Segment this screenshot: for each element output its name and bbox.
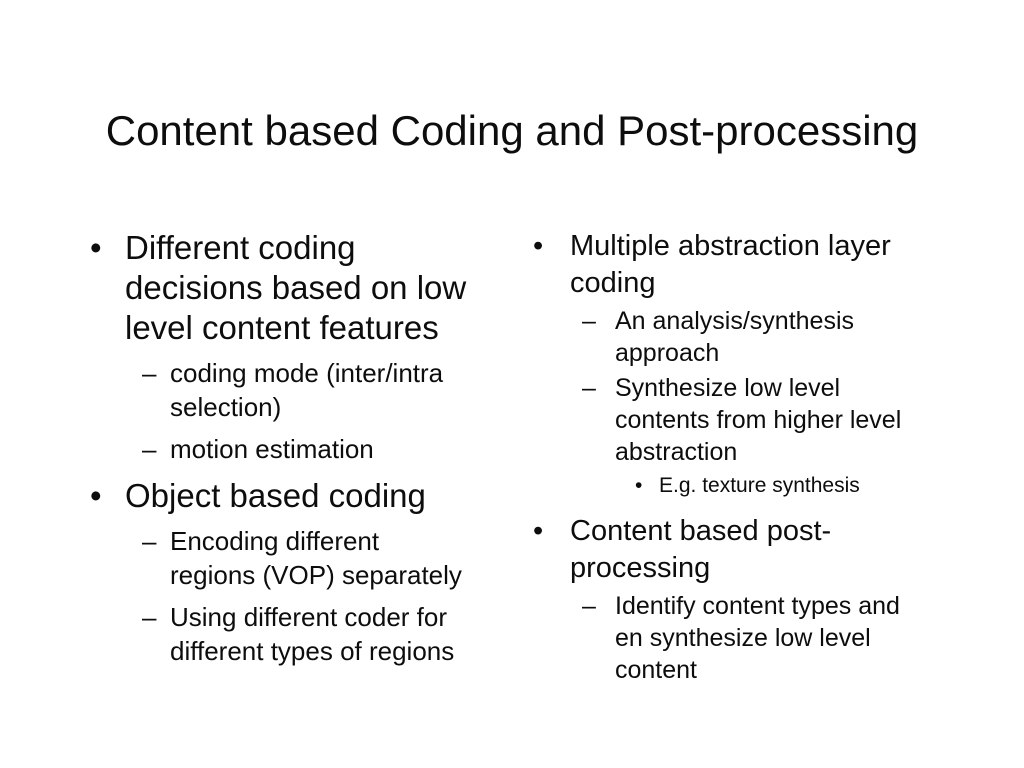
dash-bullet-icon: – <box>582 307 596 335</box>
bullet-item: • Different coding decisions based on low… <box>76 228 522 348</box>
bullet-item: • Content based post- processing <box>519 513 1005 587</box>
bullet-item: –Encoding different regions (VOP) separa… <box>76 524 522 592</box>
dash-bullet-icon: – <box>582 592 596 620</box>
dash-bullet-icon: – <box>582 374 596 402</box>
bullet-item: –Identify content types and en synthesiz… <box>519 590 1005 686</box>
bullet-text: E.g. texture synthesis <box>659 474 860 497</box>
bullet-text: Using different coder for different type… <box>170 602 455 666</box>
bullet-text: An analysis/synthesis approach <box>615 307 855 367</box>
bullet-item: • Object based coding <box>76 476 522 516</box>
bullet-item: –coding mode (inter/intra selection) <box>76 356 522 424</box>
bullet-text: coding mode (inter/intra selection) <box>170 358 444 422</box>
dot-bullet-icon: • <box>533 230 544 262</box>
bullet-column-right: •Multiple abstraction layer coding–An an… <box>519 228 1005 686</box>
bullet-text: Content based post- processing <box>570 515 832 584</box>
bullet-item: • E.g. texture synthesis <box>519 471 1005 501</box>
bullet-text: Synthesize low level contents from highe… <box>615 374 902 466</box>
dot-bullet-icon: • <box>533 515 544 547</box>
bullet-text: Encoding different regions (VOP) separat… <box>170 526 462 590</box>
dash-bullet-icon: – <box>142 526 157 556</box>
dot-bullet-icon: • <box>635 474 643 497</box>
bullet-item: –Synthesize low level contents from high… <box>519 372 1005 468</box>
bullet-text: Different coding decisions based on low … <box>125 229 467 346</box>
bullet-item: • Multiple abstraction layer coding <box>519 228 1005 302</box>
bullet-text: Object based coding <box>125 477 426 514</box>
bullet-item: –An analysis/synthesis approach <box>519 305 1005 369</box>
bullet-item: –motion estimation <box>76 432 522 466</box>
dot-bullet-icon: • <box>90 229 102 266</box>
dash-bullet-icon: – <box>142 602 157 632</box>
slide-title: Content based Coding and Post-processing <box>105 107 919 154</box>
bullet-text: Identify content types and en synthesize… <box>615 592 900 684</box>
dash-bullet-icon: – <box>142 434 157 464</box>
bullet-text: motion estimation <box>170 434 374 464</box>
bullet-column-left: • Different coding decisions based on low… <box>76 228 522 668</box>
dash-bullet-icon: – <box>142 358 157 388</box>
bullet-text: Multiple abstraction layer coding <box>570 230 891 299</box>
dot-bullet-icon: • <box>90 477 102 514</box>
bullet-item: –Using different coder for different typ… <box>76 600 522 668</box>
